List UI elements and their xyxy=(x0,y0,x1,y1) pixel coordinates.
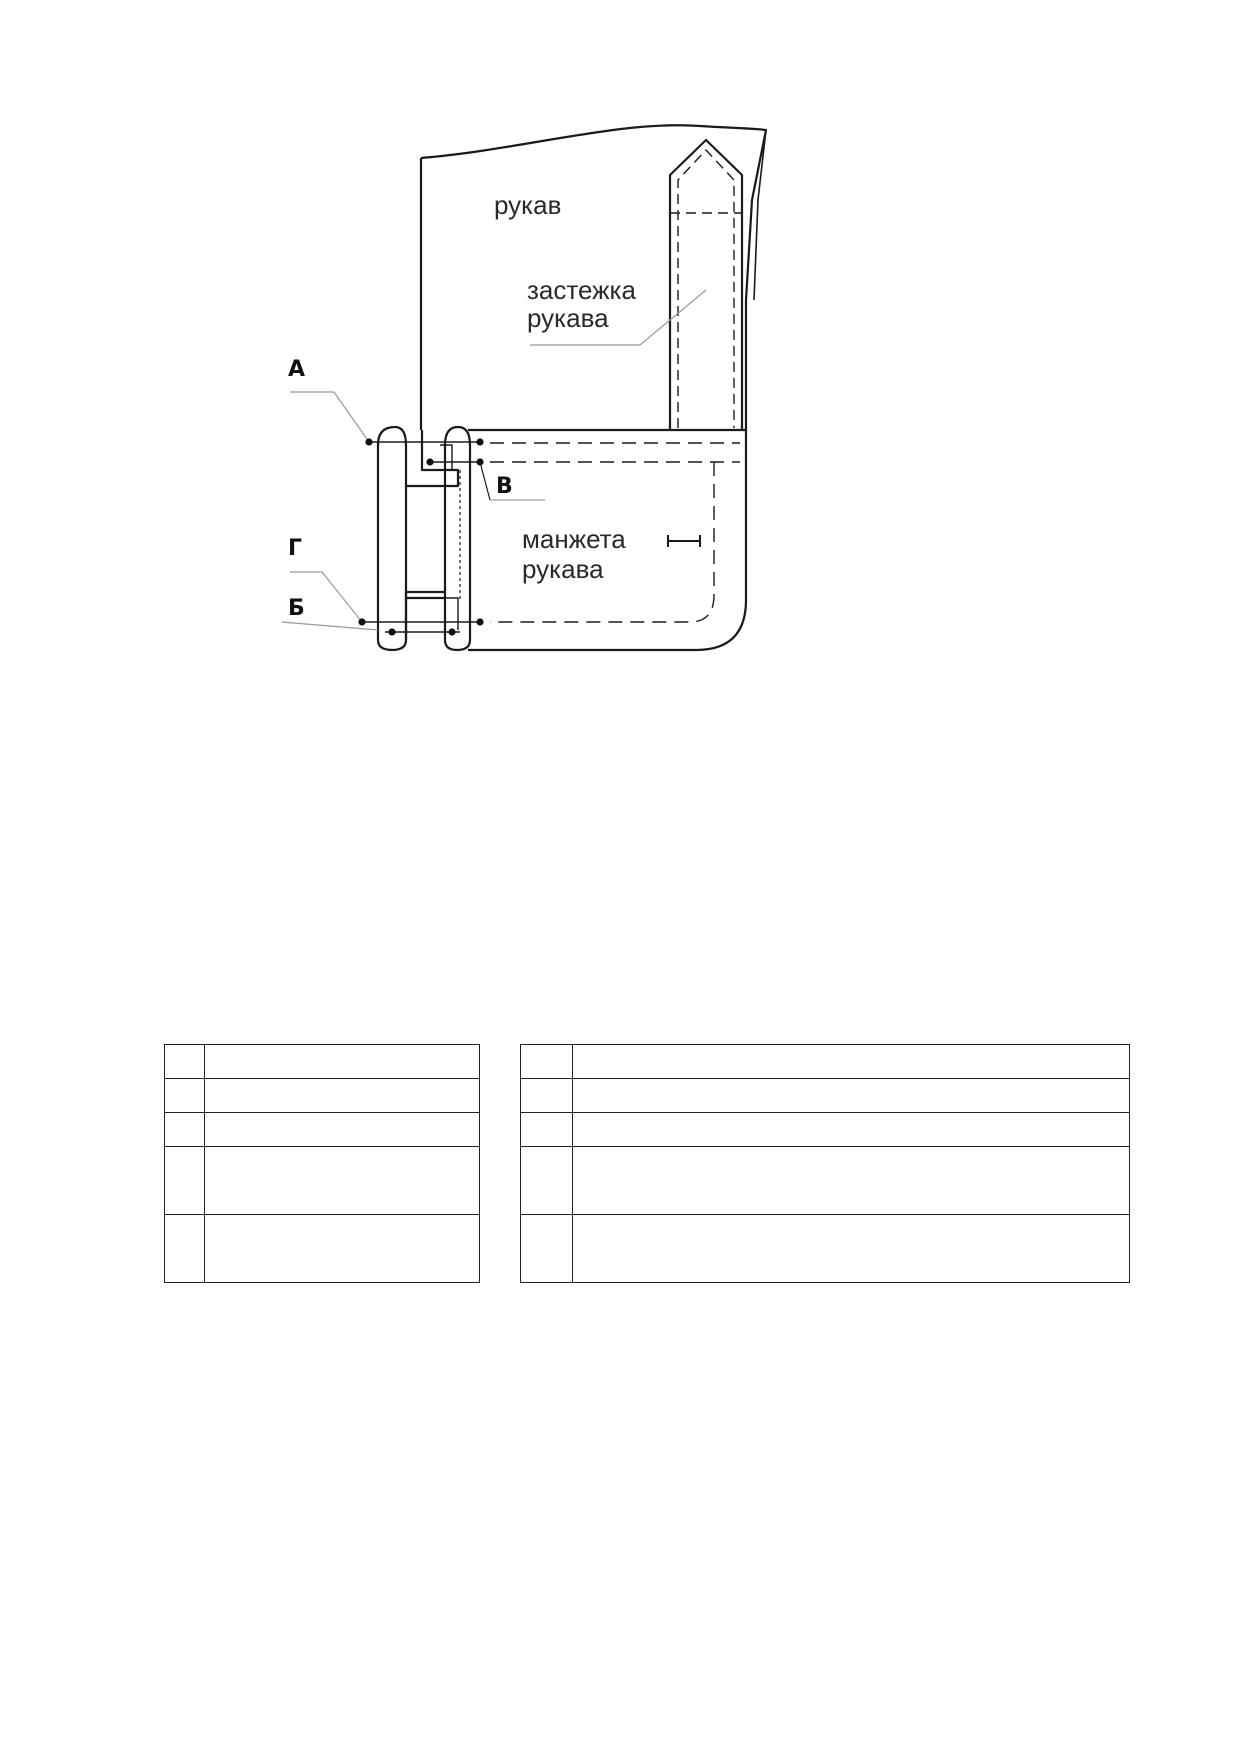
table-row xyxy=(164,1078,480,1113)
table-cell[interactable] xyxy=(572,1146,1130,1215)
table-cell[interactable] xyxy=(204,1078,480,1113)
cuff-right-strip xyxy=(443,425,472,652)
table-cell[interactable] xyxy=(204,1214,480,1283)
point-a-label: А xyxy=(288,357,305,382)
table-cell[interactable] xyxy=(572,1112,1130,1147)
point-v-label: В xyxy=(496,474,513,499)
table-row xyxy=(164,1044,480,1079)
table-cell[interactable] xyxy=(204,1146,480,1215)
placket-stitch xyxy=(677,149,735,428)
upper-connector xyxy=(406,430,460,488)
table-cell[interactable] xyxy=(204,1112,480,1147)
table-row xyxy=(520,1044,1130,1079)
cuff-assembly-diagram: рукав застежка рукава манжета рукава А В… xyxy=(281,124,768,652)
cuff-outline xyxy=(468,428,748,652)
table-row xyxy=(164,1112,480,1147)
table-row xyxy=(164,1214,480,1283)
table-row xyxy=(520,1146,1130,1215)
table-cell[interactable] xyxy=(164,1078,205,1113)
table-cell[interactable] xyxy=(164,1044,205,1079)
cuff-left-strip xyxy=(376,425,408,652)
cuff-label-line1: манжета xyxy=(522,524,626,554)
table-cell[interactable] xyxy=(204,1044,480,1079)
placket-label-line2: рукава xyxy=(527,303,609,333)
table-cell[interactable] xyxy=(520,1112,573,1147)
table-row xyxy=(520,1112,1130,1147)
point-b-label: Б xyxy=(288,596,305,621)
cuff-edge-stitch xyxy=(490,462,715,623)
table-cell[interactable] xyxy=(520,1044,573,1079)
left-answer-table xyxy=(164,1044,480,1283)
sleeve-outline xyxy=(419,124,768,430)
table-row xyxy=(520,1214,1130,1283)
table-cell[interactable] xyxy=(520,1146,573,1215)
point-g-label: Г xyxy=(288,536,302,561)
right-answer-table xyxy=(520,1044,1130,1283)
table-cell[interactable] xyxy=(164,1112,205,1147)
table-cell[interactable] xyxy=(520,1078,573,1113)
table-row xyxy=(520,1078,1130,1113)
cuff-label-line2: рукава xyxy=(522,554,604,584)
table-cell[interactable] xyxy=(572,1078,1130,1113)
placket-label-line1: застежка xyxy=(527,275,637,305)
table-row xyxy=(164,1146,480,1215)
table-cell[interactable] xyxy=(164,1214,205,1283)
table-cell[interactable] xyxy=(572,1214,1130,1283)
table-cell[interactable] xyxy=(572,1044,1130,1079)
sleeve-fold-edge xyxy=(753,129,767,301)
placket-outline xyxy=(668,138,744,430)
sleeve-label: рукав xyxy=(494,190,561,220)
table-cell[interactable] xyxy=(164,1146,205,1215)
table-cell[interactable] xyxy=(520,1214,573,1283)
